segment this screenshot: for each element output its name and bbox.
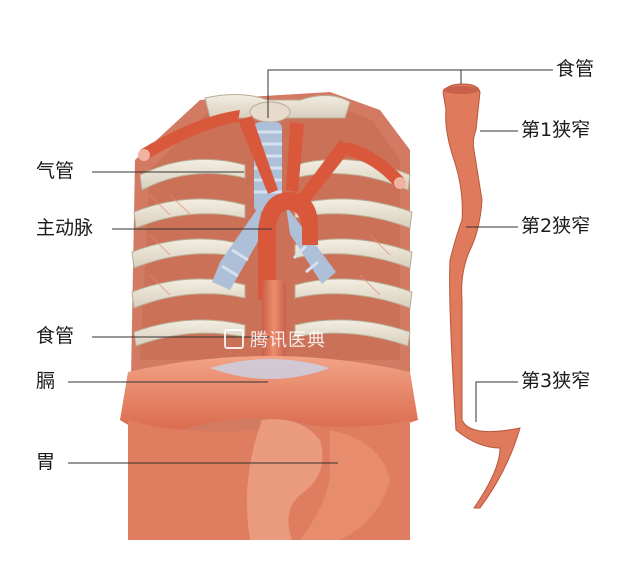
watermark-text: 腾讯医典 — [250, 330, 326, 351]
label-aorta: 主动脉 — [36, 217, 94, 239]
label-narrowing-1: 第1狭窄 — [521, 119, 591, 141]
label-trachea: 气管 — [36, 160, 75, 182]
label-narrowing-3: 第3狭窄 — [521, 370, 591, 392]
watermark-logo-icon — [224, 329, 244, 349]
watermark: 腾讯医典 — [224, 326, 326, 352]
label-narrowing-2: 第2狭窄 — [521, 215, 591, 237]
abdomen — [128, 419, 410, 540]
aorta — [138, 110, 406, 300]
label-diaphragm: 膈 — [36, 370, 56, 392]
leader-lines — [68, 69, 553, 464]
label-esophagus-right: 食管 — [556, 58, 595, 80]
label-stomach: 胃 — [36, 451, 56, 473]
vertebra-top — [204, 93, 351, 123]
label-esophagus-left: 食管 — [36, 325, 75, 347]
diaphragm — [120, 356, 418, 434]
isolated-esophagus — [442, 83, 521, 509]
